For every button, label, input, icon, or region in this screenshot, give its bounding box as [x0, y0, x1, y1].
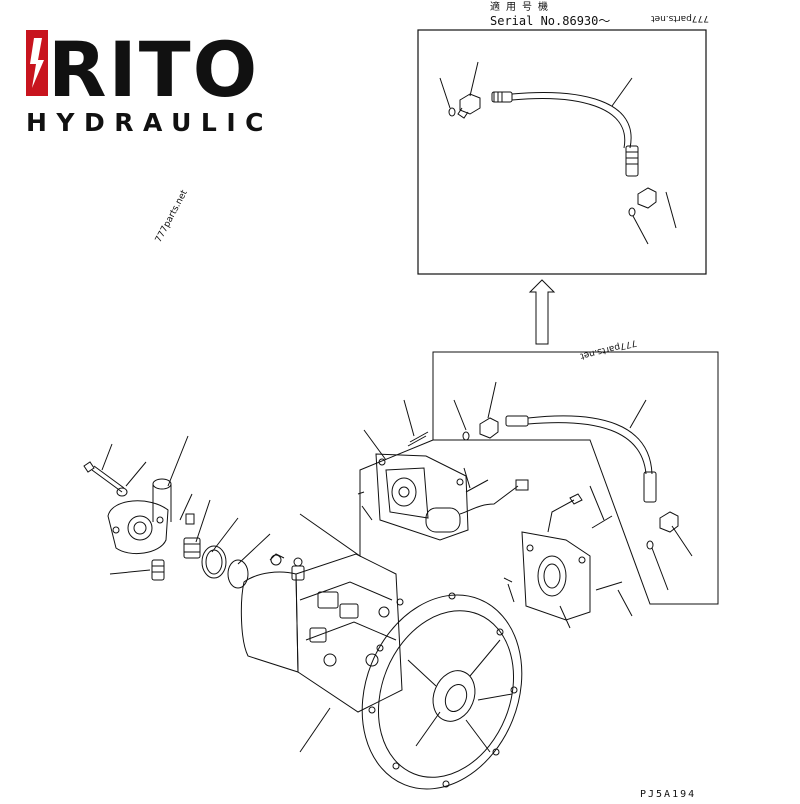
logo-spark-icon: [30, 38, 44, 88]
watermark: 777parts.net: [154, 188, 190, 244]
pump-body: [295, 553, 403, 713]
regulator-body: [375, 453, 469, 541]
hose-end-fitting: [625, 145, 639, 177]
pump-rear-cover: [240, 571, 299, 673]
drawing-code: PJ5A194: [640, 789, 696, 800]
o-ring: [448, 107, 456, 117]
spline-shaft: [444, 683, 468, 713]
logo-subtitle: HYDRAULIC: [26, 108, 273, 137]
brand-logo: RITO HYDRAULIC: [26, 25, 273, 137]
watermark: 777parts.net: [651, 13, 709, 23]
regulator-body: [521, 531, 591, 621]
relief-valve: [151, 559, 165, 581]
hose: [527, 415, 653, 475]
washer: [116, 487, 128, 497]
elbow-fitting: [459, 93, 481, 115]
rear-regulator: [503, 485, 633, 629]
bolt: [591, 515, 613, 529]
hose: [511, 92, 632, 149]
watermark: 777parts.net: [579, 337, 638, 361]
serial-inset: 適 用 号 機 Serial No.86930～: [417, 0, 707, 275]
connector: [569, 493, 583, 505]
o-ring: [227, 559, 249, 589]
hose-end-fitting: [505, 415, 529, 427]
coupling: [183, 537, 201, 559]
front-regulator: [357, 399, 529, 541]
flywheel-housing: [361, 594, 523, 790]
solenoid-wire: [459, 485, 519, 515]
plug: [185, 513, 195, 525]
bolt: [407, 435, 427, 447]
o-ring: [462, 431, 470, 441]
elbow-fitting: [637, 187, 657, 209]
solenoid-valve: [425, 507, 461, 533]
applicability-label: 適 用 号 機: [490, 0, 548, 13]
gear-pump-housing: [107, 500, 169, 555]
spacer-ring: [201, 545, 227, 579]
drive-hub: [432, 670, 476, 722]
bolt: [595, 581, 623, 591]
logo-wordmark: RITO: [48, 25, 259, 114]
pipe: [152, 484, 172, 522]
o-ring: [628, 207, 636, 217]
bolt: [91, 469, 123, 493]
serial-label: Serial No.86930～: [490, 14, 610, 28]
elbow-fitting: [479, 417, 499, 439]
inset-frame: [417, 29, 707, 275]
transfer-arrow: [528, 279, 556, 345]
gear-pump-assembly: [83, 435, 271, 589]
bolt: [465, 479, 489, 493]
connector: [515, 479, 529, 491]
callout-frame: [299, 351, 719, 605]
main-piston-pump: [240, 553, 523, 790]
inset-hose-assembly: [439, 61, 677, 245]
